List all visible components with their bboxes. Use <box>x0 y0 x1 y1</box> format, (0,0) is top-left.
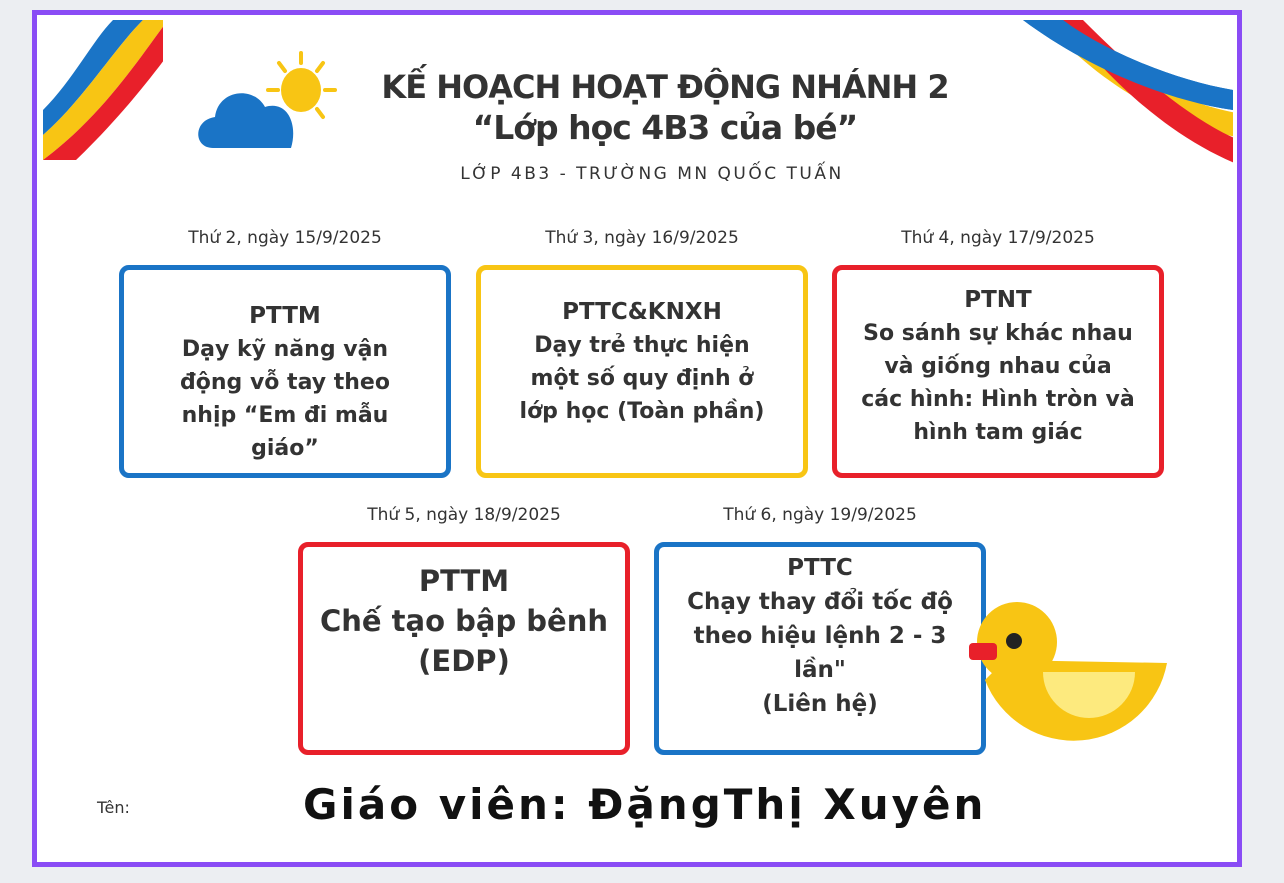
subject: PTNT <box>964 287 1032 313</box>
subject: PTTM <box>418 564 510 598</box>
activity-line: Dạy kỹ năng vận <box>181 337 389 362</box>
class-school-label: LỚP 4B3 - TRƯỜNG MN QUỐC TUẤN <box>460 164 844 184</box>
activity-line: lớp học (Toàn phần) <box>519 399 765 424</box>
subject: PTTC <box>787 555 853 581</box>
rainbow-stripe-top-left <box>43 20 163 160</box>
day-card-monday: PTTM Dạy kỹ năng vận động vỗ tay theo nh… <box>119 265 451 478</box>
duck-illustration <box>969 602 1167 741</box>
day-date: Thứ 2, ngày 15/9/2025 <box>188 228 382 248</box>
subject: PTTM <box>249 303 321 329</box>
activity-line: (Liên hệ) <box>762 691 878 717</box>
activity-line: (EDP) <box>418 644 510 678</box>
day-card-friday: PTTC Chạy thay đổi tốc độ theo hiệu lệnh… <box>654 542 986 755</box>
activity-line: So sánh sự khác nhau <box>863 321 1133 346</box>
activity-line: giáo” <box>251 436 319 461</box>
day-card-tuesday: PTTC&KNXH Dạy trẻ thực hiện một số quy đ… <box>476 265 808 478</box>
name-label: Tên: <box>97 798 130 817</box>
day-card-thursday: PTTM Chế tạo bập bênh (EDP) <box>298 542 630 755</box>
page-subtitle-quote: “Lớp học 4B3 của bé” <box>472 108 859 147</box>
activity-line: một số quy định ở <box>530 366 754 391</box>
subject: PTTC&KNXH <box>562 299 722 325</box>
activity-line: Dạy trẻ thực hiện <box>534 333 750 358</box>
day-card-wednesday: PTNT So sánh sự khác nhau và giống nhau … <box>832 265 1164 478</box>
day-date: Thứ 6, ngày 19/9/2025 <box>723 505 917 525</box>
teacher-name: Giáo viên: ĐặngThị Xuyên <box>303 780 987 829</box>
page-title: KẾ HOẠCH HOẠT ĐỘNG NHÁNH 2 <box>381 68 949 106</box>
activity-line: các hình: Hình tròn và <box>861 387 1135 412</box>
day-date: Thứ 5, ngày 18/9/2025 <box>367 505 561 525</box>
activity-line: Chạy thay đổi tốc độ <box>687 589 953 615</box>
activity-line: động vỗ tay theo <box>180 370 390 395</box>
day-date: Thứ 4, ngày 17/9/2025 <box>901 228 1095 248</box>
activity-line: Chế tạo bập bênh <box>319 604 609 638</box>
activity-line: theo hiệu lệnh 2 - 3 <box>693 623 947 649</box>
activity-line: và giống nhau của <box>884 354 1112 379</box>
activity-line: hình tam giác <box>913 420 1083 445</box>
activity-line: lần" <box>794 657 846 683</box>
cloud-sun-icon <box>198 51 337 148</box>
day-date: Thứ 3, ngày 16/9/2025 <box>545 228 739 248</box>
rainbow-stripe-top-right <box>1023 20 1233 163</box>
activity-line: nhịp “Em đi mẫu <box>181 403 389 428</box>
